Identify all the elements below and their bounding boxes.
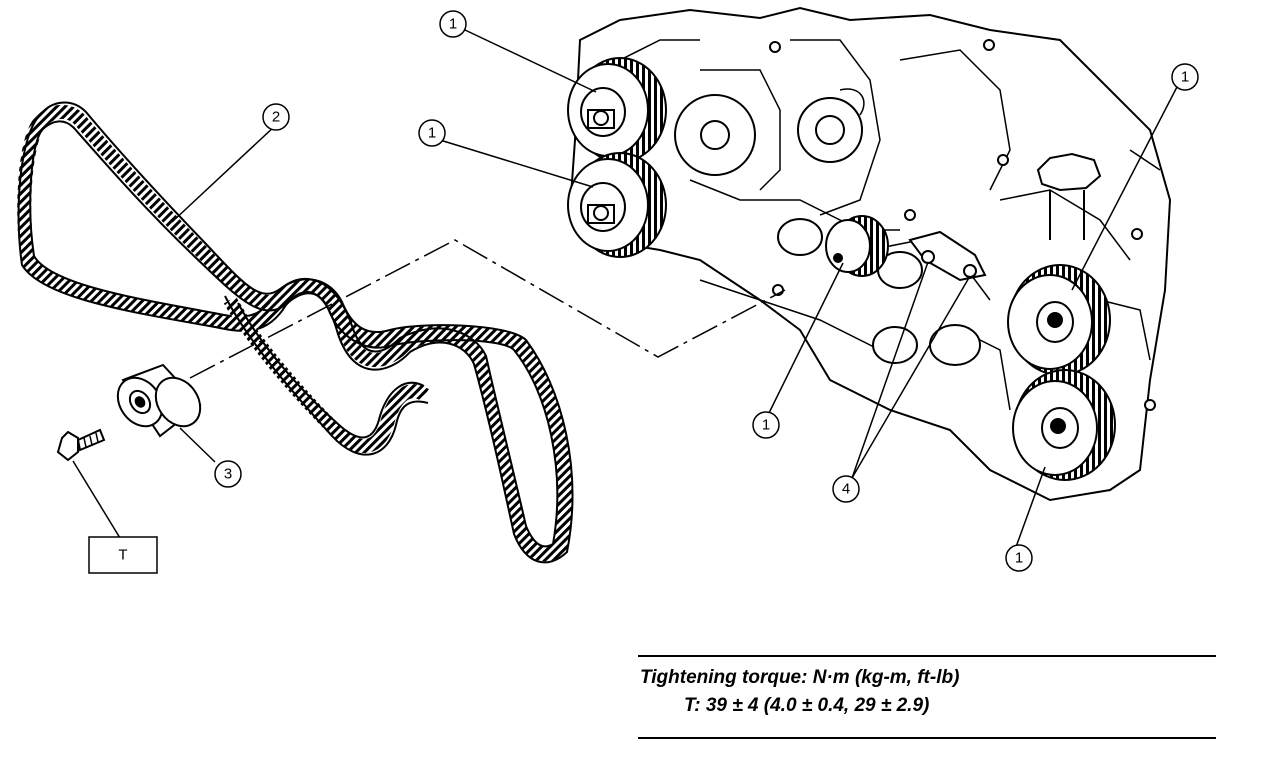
right-sprocket-upper	[1007, 264, 1111, 376]
callout-3: 3	[214, 460, 242, 488]
callout-1-middle: 1	[752, 411, 780, 439]
svg-text:T: T	[118, 547, 127, 564]
filler-cap	[1036, 152, 1102, 192]
callout-1-right-bottom: 1	[1005, 544, 1033, 572]
callout-leaders	[72, 29, 1179, 548]
middle-idler-sprocket	[825, 215, 889, 277]
right-sprocket-lower	[1012, 369, 1116, 481]
idler-bolt	[56, 428, 106, 462]
svg-text:4: 4	[842, 481, 850, 498]
table-bottom-rule	[638, 737, 1216, 739]
torque-row-value: 39 ± 4 (4.0 ± 0.4, 29 ± 2.9)	[705, 695, 930, 716]
belt-toothed-band	[17, 105, 572, 562]
torque-box-t: T	[88, 536, 158, 574]
svg-text:2: 2	[272, 109, 280, 126]
cam-sprocket-upper	[567, 57, 667, 163]
svg-text:1: 1	[1181, 69, 1189, 86]
svg-text:3: 3	[224, 466, 232, 483]
cam-sprocket-lower	[567, 152, 667, 258]
torque-spec-title: Tightening torque: N·m (kg-m, ft-lb)	[640, 667, 960, 688]
callout-1-right-top: 1	[1171, 63, 1199, 91]
torque-spec-row: T: 39 ± 4 (4.0 ± 0.4, 29 ± 2.9)	[684, 695, 929, 717]
belt-outer-edge	[17, 101, 574, 564]
idler-pulley	[116, 363, 202, 438]
belt-strand-crossing	[223, 296, 429, 453]
engine-assembly	[568, 6, 1172, 502]
table-top-rule	[638, 655, 1216, 657]
timing-belt	[17, 101, 574, 564]
callout-markers: 1 1 2 1 1 1 4 3	[88, 10, 1199, 574]
belt-inner-edge	[29, 120, 559, 548]
callout-2: 2	[262, 103, 290, 131]
svg-text:1: 1	[428, 125, 436, 142]
alignment-leader	[189, 239, 786, 379]
svg-text:1: 1	[1015, 550, 1023, 567]
svg-text:1: 1	[449, 16, 457, 33]
callout-1-second: 1	[418, 119, 446, 147]
callout-4: 4	[832, 475, 860, 503]
svg-text:1: 1	[762, 417, 770, 434]
callout-1-top: 1	[439, 10, 467, 38]
engine-block-outline	[568, 6, 1172, 502]
torque-spec-table: Tightening torque: N·m (kg-m, ft-lb) T: …	[638, 655, 1216, 739]
torque-row-label: T:	[684, 695, 701, 716]
